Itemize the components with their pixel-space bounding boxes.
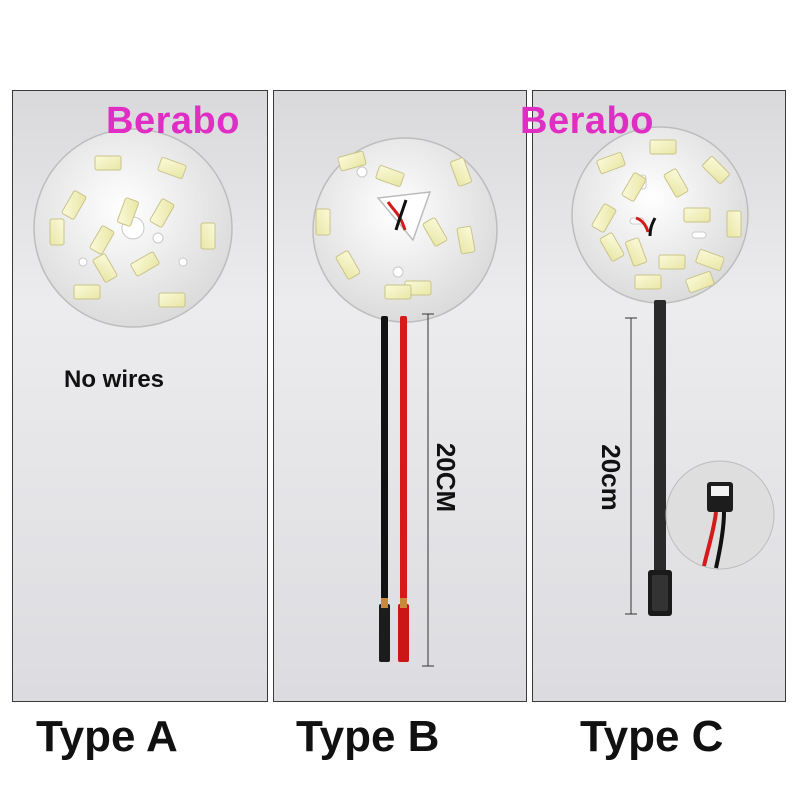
- led-chip: [335, 250, 361, 280]
- connector-closeup-inset: [665, 460, 775, 570]
- led-chip: [73, 284, 101, 300]
- led-chips-type-c: [591, 139, 742, 293]
- led-chip: [599, 232, 625, 262]
- led-chip: [450, 157, 472, 187]
- brand-watermark-right: Berabo: [520, 100, 654, 142]
- dimension-line-type-c: [625, 317, 637, 615]
- led-chip: [337, 150, 367, 172]
- led-chip: [702, 156, 730, 184]
- led-board-type-b: [312, 137, 498, 323]
- led-chip: [200, 222, 216, 250]
- led-chip: [89, 225, 115, 255]
- type-b-label: Type B: [296, 712, 440, 761]
- led-chip: [157, 157, 187, 179]
- length-label-type-c: 20cm: [595, 444, 626, 511]
- led-chip: [49, 218, 65, 246]
- led-chips-type-a: [49, 155, 216, 308]
- led-chip: [625, 237, 647, 267]
- led-chip: [658, 254, 686, 270]
- led-chip: [158, 292, 186, 308]
- led-chip: [117, 197, 139, 227]
- led-chips-type-b: [315, 150, 476, 300]
- led-chip: [94, 155, 122, 171]
- brand-watermark-left: Berabo: [106, 100, 240, 142]
- led-board-type-c: [571, 126, 749, 304]
- type-a-label: Type A: [36, 712, 178, 761]
- type-c-label: Type C: [580, 712, 724, 761]
- led-chip: [683, 207, 711, 223]
- led-chip: [685, 271, 715, 293]
- led-chip: [130, 251, 160, 277]
- led-board-type-a: [33, 128, 233, 328]
- led-chip: [61, 190, 87, 220]
- led-chip: [375, 165, 405, 187]
- led-chip: [591, 203, 617, 233]
- led-chip: [621, 172, 647, 202]
- wires-type-b: [379, 316, 409, 662]
- cable-type-c: [648, 300, 672, 616]
- led-chip: [315, 208, 331, 236]
- led-chip: [92, 253, 118, 283]
- led-chip: [422, 217, 448, 247]
- led-chip: [596, 152, 626, 174]
- led-chip: [649, 139, 677, 155]
- length-label-type-b: 20CM: [431, 442, 462, 513]
- led-chip: [634, 274, 662, 290]
- led-chip: [149, 198, 175, 228]
- led-chip: [384, 284, 412, 300]
- dimension-line-type-b: [422, 313, 434, 667]
- led-chip: [726, 210, 742, 238]
- led-chip: [663, 168, 689, 198]
- no-wires-note: No wires: [64, 366, 165, 393]
- led-chip: [456, 225, 476, 255]
- led-chip: [695, 249, 725, 271]
